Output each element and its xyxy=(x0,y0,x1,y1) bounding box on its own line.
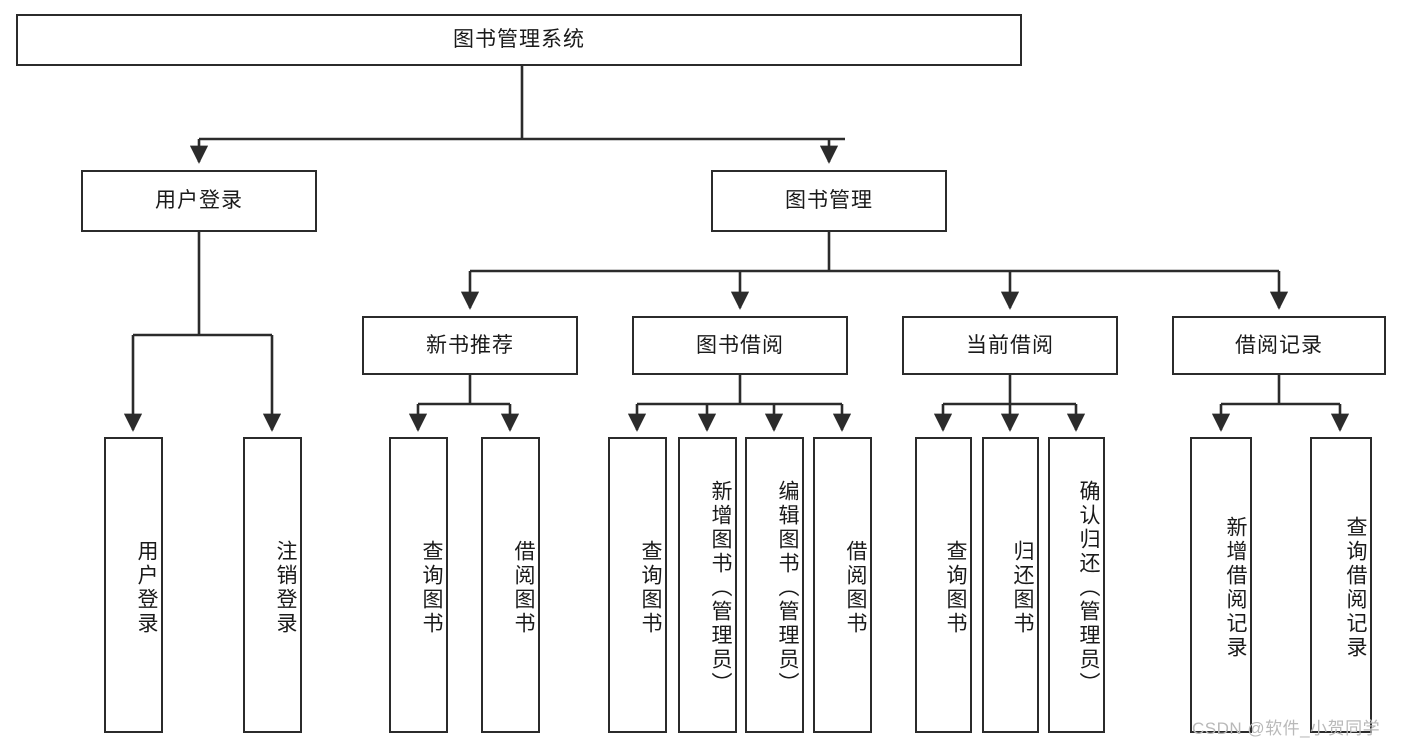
node-current-borrow[interactable]: 当前借阅 xyxy=(902,316,1118,375)
leaf-book-borrow-add[interactable]: 新增图书（管理员） xyxy=(678,437,737,733)
leaf-book-borrow-query[interactable]: 查询图书 xyxy=(608,437,667,733)
leaf-label: 借阅图书 xyxy=(512,540,535,636)
leaf-current-borrow-return[interactable]: 归还图书 xyxy=(982,437,1039,733)
leaf-label: 新增图书（管理员） xyxy=(709,480,732,696)
leaf-label: 归还图书 xyxy=(1011,540,1034,636)
node-new-book-recommend[interactable]: 新书推荐 xyxy=(362,316,578,375)
leaf-label: 借阅图书 xyxy=(844,540,867,636)
leaf-user-login-signin[interactable]: 用户登录 xyxy=(104,437,163,733)
leaf-book-borrow-borrow[interactable]: 借阅图书 xyxy=(813,437,872,733)
leaf-label: 确认归还（管理员） xyxy=(1077,480,1100,696)
leaf-label: 查询图书 xyxy=(944,540,967,636)
leaf-label: 查询图书 xyxy=(420,540,443,636)
leaf-label: 查询图书 xyxy=(639,540,662,636)
leaf-current-borrow-query[interactable]: 查询图书 xyxy=(915,437,972,733)
leaf-label: 新增借阅记录 xyxy=(1224,516,1247,660)
leaf-label: 用户登录 xyxy=(135,540,158,636)
leaf-new-book-borrow[interactable]: 借阅图书 xyxy=(481,437,540,733)
leaf-borrow-record-query[interactable]: 查询借阅记录 xyxy=(1310,437,1372,733)
node-book-management[interactable]: 图书管理 xyxy=(711,170,947,232)
leaf-label: 编辑图书（管理员） xyxy=(776,480,799,696)
leaf-user-login-signout[interactable]: 注销登录 xyxy=(243,437,302,733)
leaf-label: 注销登录 xyxy=(274,540,297,636)
node-book-borrow[interactable]: 图书借阅 xyxy=(632,316,848,375)
leaf-label: 查询借阅记录 xyxy=(1344,516,1367,660)
leaf-borrow-record-add[interactable]: 新增借阅记录 xyxy=(1190,437,1252,733)
leaf-current-borrow-confirm[interactable]: 确认归还（管理员） xyxy=(1048,437,1105,733)
node-borrow-record[interactable]: 借阅记录 xyxy=(1172,316,1386,375)
leaf-book-borrow-edit[interactable]: 编辑图书（管理员） xyxy=(745,437,804,733)
node-root[interactable]: 图书管理系统 xyxy=(16,14,1022,66)
node-user-login[interactable]: 用户登录 xyxy=(81,170,317,232)
leaf-new-book-query[interactable]: 查询图书 xyxy=(389,437,448,733)
